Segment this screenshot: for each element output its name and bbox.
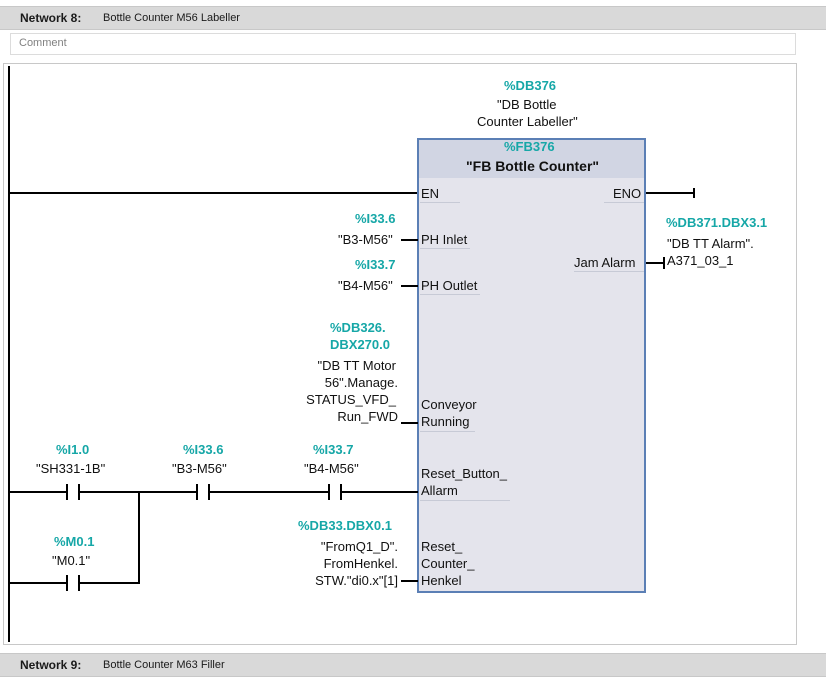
contact-4-address: %M0.1 <box>54 534 95 549</box>
pin-reset-counter-line3: Henkel <box>421 573 462 588</box>
reset-counter-symbol-line1[interactable]: "FromQ1_D". <box>320 539 398 554</box>
eno-wire-end <box>693 188 695 198</box>
ph-outlet-symbol[interactable]: "B4-M56" <box>338 278 393 293</box>
contact-4-symbol[interactable]: "M0.1" <box>52 553 91 568</box>
conveyor-symbol-line2[interactable]: 56".Manage. <box>324 375 398 390</box>
pin-eno: ENO <box>613 186 642 201</box>
ph-inlet-address: %I33.6 <box>355 211 396 226</box>
pin-en: EN <box>421 186 440 201</box>
contact-3-no-contact-icon[interactable] <box>328 484 342 500</box>
contact-1-address: %I1.0 <box>56 442 90 457</box>
branch-wire <box>138 491 140 584</box>
conveyor-wire <box>401 422 418 424</box>
reset-counter-wire <box>401 580 418 582</box>
ph-outlet-wire <box>401 285 418 287</box>
pin-eno-underline <box>604 202 644 203</box>
rung-wire <box>10 491 66 493</box>
pin-jam-alarm: Jam Alarm <box>574 255 636 270</box>
pin-underline <box>420 294 480 295</box>
conveyor-address-line1: %DB326. <box>330 320 386 335</box>
contact-2-address: %I33.6 <box>183 442 224 457</box>
jam-alarm-address: %DB371.DBX3.1 <box>666 215 768 230</box>
instance-db-name-line1[interactable]: "DB Bottle <box>497 97 557 112</box>
pin-ph-inlet: PH Inlet <box>421 232 468 247</box>
branch-wire <box>10 582 66 584</box>
block-address: %FB376 <box>504 139 555 154</box>
conveyor-symbol-line4[interactable]: Run_FWD <box>337 409 398 424</box>
pin-reset-counter-line1: Reset_ <box>421 539 463 554</box>
jam-alarm-wire <box>646 262 664 264</box>
contact-1-symbol[interactable]: "SH331-1B" <box>36 461 106 476</box>
pin-conveyor-line2: Running <box>421 414 470 429</box>
ph-outlet-address: %I33.7 <box>355 257 396 272</box>
contact-1-no-contact-icon[interactable] <box>66 484 80 500</box>
block-name[interactable]: "FB Bottle Counter" <box>466 158 600 174</box>
rung-wire <box>342 491 418 493</box>
reset-counter-symbol-line2[interactable]: FromHenkel. <box>323 556 398 571</box>
ph-inlet-symbol[interactable]: "B3-M56" <box>338 232 393 247</box>
network-title[interactable]: Bottle Counter M56 Labeller <box>103 12 240 24</box>
contact-2-no-contact-icon[interactable] <box>196 484 210 500</box>
reset-counter-symbol-line3[interactable]: STW."di0.x"[1] <box>315 573 398 588</box>
power-rail <box>8 66 10 642</box>
network-8-header[interactable]: Network 8: Bottle Counter M56 Labeller <box>0 6 826 30</box>
instance-db-address: %DB376 <box>504 78 557 93</box>
rung-wire <box>210 491 328 493</box>
pin-underline <box>574 271 644 272</box>
branch-wire <box>80 582 140 584</box>
block-header <box>419 140 644 178</box>
pin-underline <box>420 248 470 249</box>
contact-4-no-contact-icon[interactable] <box>66 575 80 591</box>
jam-alarm-symbol-line1[interactable]: "DB TT Alarm". <box>667 236 754 251</box>
reset-counter-address: %DB33.DBX0.1 <box>298 518 392 533</box>
en-wire <box>10 192 418 194</box>
pin-reset-button-line2: Allarm <box>421 483 458 498</box>
pin-underline <box>420 431 475 432</box>
pin-underline <box>420 500 510 501</box>
contact-3-address: %I33.7 <box>313 442 354 457</box>
instance-db-name-line2[interactable]: Counter Labeller" <box>477 114 578 129</box>
pin-reset-button-line1: Reset_Button_ <box>421 466 508 481</box>
pin-ph-outlet: PH Outlet <box>421 278 478 293</box>
jam-alarm-wire-end <box>663 257 665 269</box>
conveyor-address-line2: DBX270.0 <box>330 337 390 352</box>
network-number: Network 8: <box>20 11 82 25</box>
ph-inlet-wire <box>401 239 418 241</box>
pin-conveyor-line1: Conveyor <box>421 397 477 412</box>
jam-alarm-symbol-line2[interactable]: A371_03_1 <box>667 253 734 268</box>
pin-en-underline <box>420 202 460 203</box>
network-number: Network 9: <box>20 658 82 672</box>
fb-bottle-counter-block[interactable] <box>417 138 646 593</box>
network-title[interactable]: Bottle Counter M63 Filler <box>103 659 225 671</box>
pin-reset-counter-line2: Counter_ <box>421 556 475 571</box>
ladder-network-area <box>3 63 797 645</box>
eno-wire <box>646 192 694 194</box>
conveyor-symbol-line1[interactable]: "DB TT Motor <box>317 358 396 373</box>
contact-2-symbol[interactable]: "B3-M56" <box>172 461 227 476</box>
network-9-header[interactable]: Network 9: Bottle Counter M63 Filler <box>0 653 826 677</box>
contact-3-symbol[interactable]: "B4-M56" <box>304 461 359 476</box>
top-border <box>0 0 826 4</box>
network-comment-field[interactable]: Comment <box>10 33 796 55</box>
conveyor-symbol-line3[interactable]: STATUS_VFD_ <box>306 392 396 407</box>
comment-placeholder: Comment <box>19 37 67 49</box>
